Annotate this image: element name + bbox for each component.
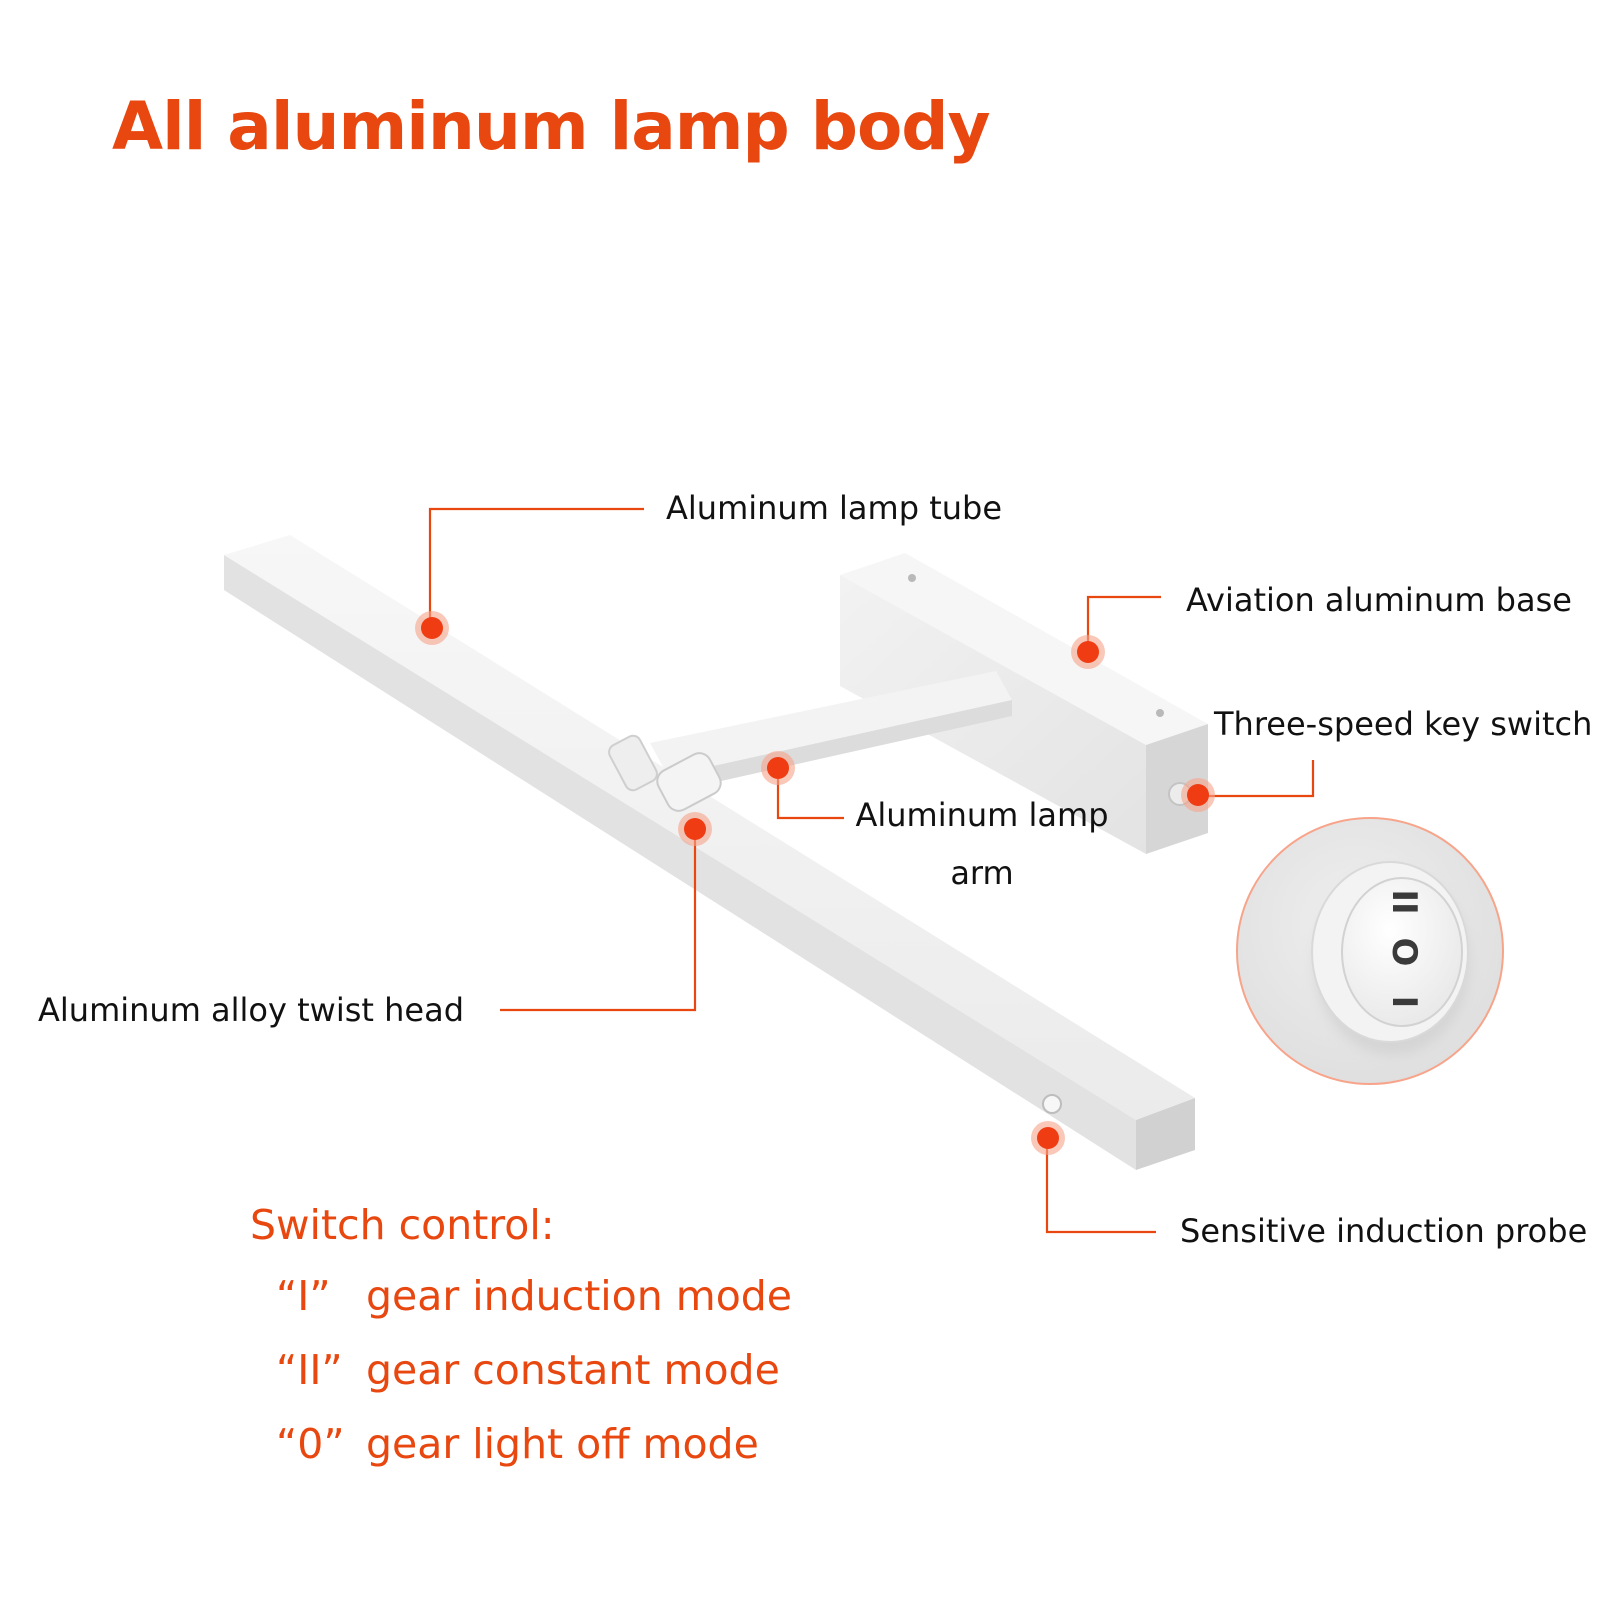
switch-rocker <box>1341 877 1463 1027</box>
arm-under-face <box>668 700 1012 792</box>
mode-code: “0” <box>276 1420 345 1468</box>
dot-twist-head <box>678 812 712 846</box>
mode-row: “0” gear light off mode <box>276 1420 792 1494</box>
arm-top-face <box>650 671 1012 776</box>
dot-core <box>684 818 706 840</box>
leader-lamp-tube <box>428 507 644 628</box>
base-top-face <box>840 553 1208 745</box>
mode-code: “I” <box>276 1272 331 1320</box>
dot-core <box>1037 1127 1059 1149</box>
dot-core <box>421 617 443 639</box>
dot-probe <box>1031 1121 1065 1155</box>
hinge-right-icon <box>656 752 722 812</box>
leader-key-switch <box>1198 760 1315 798</box>
leader-twist-head <box>500 831 697 1012</box>
mode-row: “I” gear induction mode <box>276 1272 792 1346</box>
hinge-left-icon <box>608 734 658 792</box>
label-probe: Sensitive induction probe <box>1180 1212 1588 1250</box>
leader-lamp-arm <box>776 771 844 820</box>
label-base: Aviation aluminum base <box>1186 581 1572 619</box>
label-lamp-arm-line1: Aluminum lamp <box>855 796 1109 834</box>
screw-hole-icon <box>908 574 916 582</box>
switch-symbol-o: O <box>1384 938 1424 967</box>
switch-control-legend: Switch control: “I” gear induction mode … <box>250 1200 792 1494</box>
tube-end-face <box>1136 1098 1195 1170</box>
switch-closeup: II O I <box>1236 817 1504 1085</box>
dot-core <box>1187 784 1209 806</box>
label-lamp-arm-line2: arm <box>950 854 1014 892</box>
dot-key-switch <box>1181 778 1215 812</box>
switch-control-title: Switch control: <box>250 1201 555 1249</box>
dot-lamp-arm <box>761 751 795 785</box>
aluminum-lamp-arm <box>650 671 1012 792</box>
label-lamp-arm: Aluminum lamp arm <box>852 786 1112 902</box>
mode-code: “II” <box>276 1346 343 1394</box>
dot-lamp-tube <box>415 611 449 645</box>
probe-icon <box>1042 1094 1062 1114</box>
leader-probe <box>1045 1140 1156 1234</box>
tube-front-face <box>224 555 1136 1170</box>
twist-head <box>608 734 722 812</box>
mode-row: “II” gear constant mode <box>276 1346 792 1420</box>
switch-symbol-i: I <box>1384 996 1424 1009</box>
mode-desc: gear light off mode <box>366 1420 759 1468</box>
dot-base <box>1071 635 1105 669</box>
switch-symbol-ii: II <box>1384 889 1424 914</box>
dot-core <box>1077 641 1099 663</box>
label-key-switch: Three-speed key switch <box>1214 705 1593 743</box>
mode-desc: gear induction mode <box>366 1272 793 1320</box>
mode-desc: gear constant mode <box>366 1346 780 1394</box>
label-twist-head: Aluminum alloy twist head <box>38 991 464 1029</box>
screw-hole-icon <box>1156 709 1164 717</box>
label-lamp-tube: Aluminum lamp tube <box>666 489 1003 527</box>
callout-dots <box>415 611 1215 1155</box>
dot-core <box>767 757 789 779</box>
page-title: All aluminum lamp body <box>112 88 991 165</box>
